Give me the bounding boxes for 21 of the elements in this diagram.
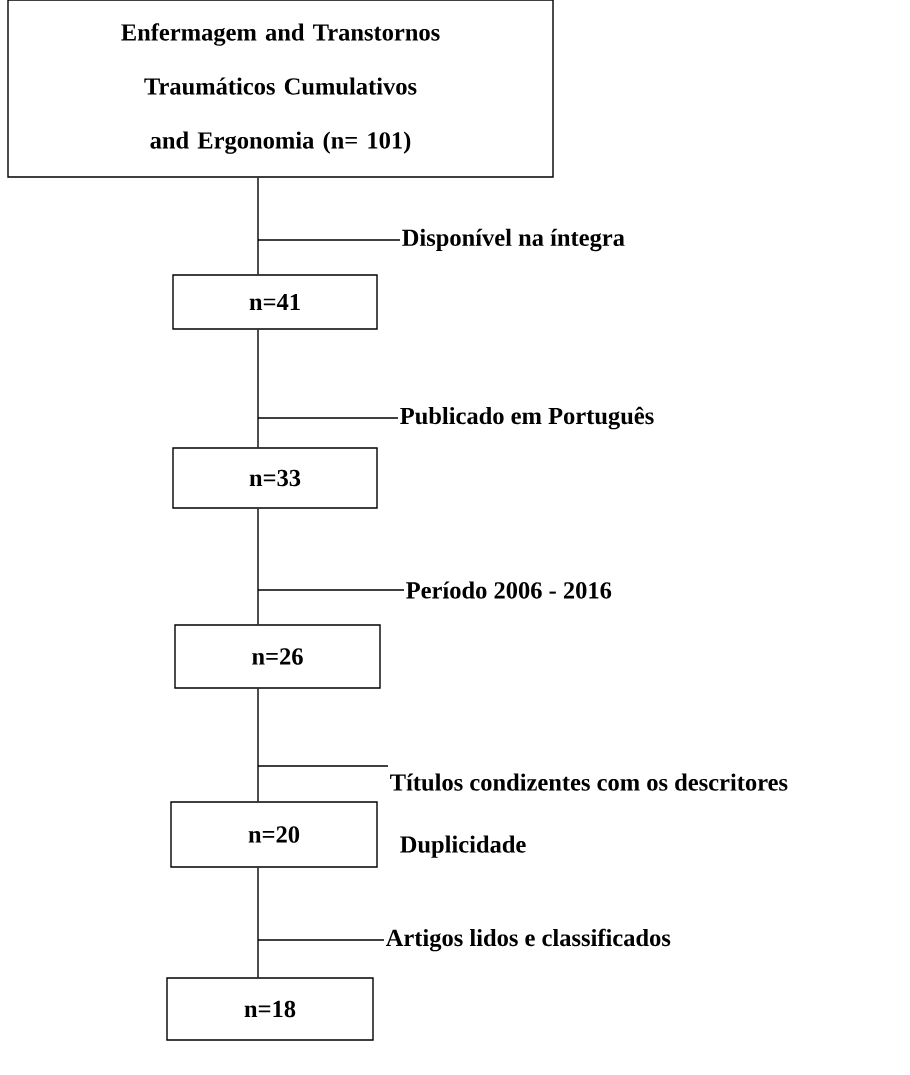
connector-line <box>257 177 259 275</box>
branch-line <box>257 239 401 241</box>
criterion-label: Publicado em Português <box>400 406 654 430</box>
branch-line <box>257 589 405 591</box>
process-box: n=33 <box>172 447 378 509</box>
connector-line <box>257 688 259 802</box>
process-box: n=26 <box>174 624 381 689</box>
process-box: n=20 <box>170 801 378 868</box>
criterion-label: Período 2006 - 2016 <box>406 581 612 599</box>
connector-line <box>257 508 259 625</box>
process-box: n=41 <box>172 274 378 330</box>
criterion-label: Artigos lidos e classificados <box>385 928 671 952</box>
branch-line <box>257 417 399 419</box>
branch-line <box>257 939 385 941</box>
branch-line <box>257 765 389 767</box>
criterion-label: Disponível na íntegra <box>402 228 625 252</box>
connector-line <box>257 329 259 448</box>
connector-line <box>257 867 259 978</box>
criterion-label: Títulos condizentes com os descritores Duplicidade <box>390 773 788 858</box>
process-box: Enfermagem and Transtornos Traumáticos Cumulativos and Ergonomia (n= 101) <box>7 0 554 178</box>
process-box: n=18 <box>166 977 374 1041</box>
